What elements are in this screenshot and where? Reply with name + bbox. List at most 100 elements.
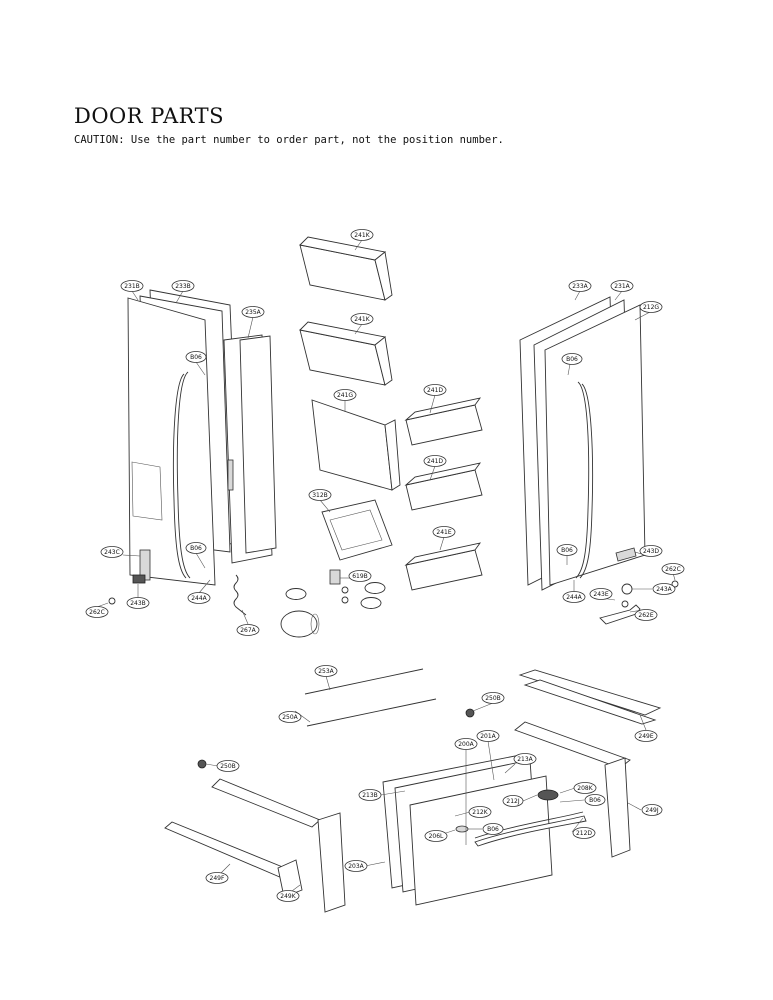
freezer-drawer-assembly [164,721,631,913]
callout-B06-left-upper: B06 [185,351,207,363]
callout-212D: 212D [572,827,596,839]
callout-B06-left-lower: B06 [185,542,207,554]
callout-244A-right: 244A [562,591,586,603]
svg-text:B06: B06 [190,545,202,552]
left-door-assembly [108,289,277,616]
blank-callout [285,588,307,600]
svg-text:249F: 249F [210,875,225,882]
svg-text:249E: 249E [638,733,653,740]
page-title: DOOR PARTS [74,104,224,128]
svg-text:241K: 241K [354,232,370,239]
svg-text:212D: 212D [576,830,592,837]
svg-text:213B: 213B [362,792,378,799]
svg-text:233A: 233A [572,283,588,290]
svg-text:244A: 244A [191,595,207,602]
callout-262C-right: 262C [661,563,685,575]
svg-text:201A: 201A [480,733,496,740]
svg-text:213A: 213A [517,756,533,763]
blank-callout [360,597,382,609]
svg-text:243B: 243B [130,600,146,607]
svg-text:249K: 249K [280,893,296,900]
svg-text:212G: 212G [643,304,659,311]
callout-243E: 243E [589,588,613,600]
svg-text:241E: 241E [436,529,451,536]
svg-text:B06: B06 [566,356,578,363]
svg-text:208K: 208K [577,785,593,792]
callout-233B: 233B [171,280,195,292]
callout-619B: 619B [348,570,372,582]
svg-text:212K: 212K [472,809,488,816]
rails-and-shafts [197,668,662,769]
callout-213A: 213A [513,753,537,765]
callout-200A: 200A [454,738,478,750]
callout-250A: 250A [278,711,302,723]
callout-241E: 241E [432,526,456,538]
callout-262C-left: 262C [85,606,109,618]
callout-243D: 243D [639,545,663,557]
svg-text:212J: 212J [506,798,519,805]
callout-B06-right-upper: B06 [561,353,583,365]
callout-B06-drawer-right: B06 [584,794,606,806]
callout-235A: 235A [241,306,265,318]
callout-231B: 231B [120,280,144,292]
svg-text:262E: 262E [638,612,653,619]
callout-212K: 212K [468,806,492,818]
callout-231A: 231A [610,280,634,292]
svg-text:231B: 231B [124,283,140,290]
svg-text:241D: 241D [427,458,443,465]
callout-241G: 241G [333,389,357,401]
svg-text:200A: 200A [458,741,474,748]
callout-243B: 243B [126,597,150,609]
svg-text:243C: 243C [104,549,120,556]
callout-312B: 312B [308,489,332,501]
callout-241K-lower: 241K [350,313,374,325]
svg-text:267A: 267A [240,627,256,634]
svg-text:249J: 249J [645,807,658,814]
svg-text:250A: 250A [282,714,298,721]
callout-250B-upper: 250B [481,692,505,704]
callout-206L: 206L [424,830,448,842]
svg-text:233B: 233B [175,283,191,290]
svg-text:244A: 244A [566,594,582,601]
right-door-assembly [519,296,679,625]
svg-text:B06: B06 [487,826,499,833]
callout-262E: 262E [634,609,658,621]
callout-244A-left: 244A [187,592,211,604]
callout-B06-drawer-left: B06 [482,823,504,835]
svg-text:243E: 243E [593,591,608,598]
svg-text:241K: 241K [354,316,370,323]
svg-text:312B: 312B [312,492,328,499]
callout-241D-lower: 241D [423,455,447,467]
svg-text:243D: 243D [643,548,659,555]
svg-text:206L: 206L [429,833,444,840]
callout-241K-upper: 241K [350,229,374,241]
svg-text:619B: 619B [352,573,368,580]
callout-212G: 212G [639,301,663,313]
door-bins [280,236,483,638]
blank-callout [364,582,386,594]
svg-text:B06: B06 [561,547,573,554]
callout-201A: 201A [476,730,500,742]
callout-249E: 249E [634,730,658,742]
svg-text:250B: 250B [485,695,501,702]
svg-text:253A: 253A [318,668,334,675]
callout-203A: 203A [344,860,368,872]
callout-233A: 233A [568,280,592,292]
svg-text:243A: 243A [656,586,672,593]
svg-text:231A: 231A [614,283,630,290]
callout-253A: 253A [314,665,338,677]
callout-250B-lower: 250B [216,760,240,772]
svg-text:235A: 235A [245,309,261,316]
callout-241D-upper: 241D [423,384,447,396]
svg-text:203A: 203A [348,863,364,870]
svg-text:262C: 262C [665,566,681,573]
svg-text:B06: B06 [190,354,202,361]
caution-note: CAUTION: Use the part number to order pa… [74,134,504,146]
svg-text:250B: 250B [220,763,236,770]
callout-243C: 243C [100,546,124,558]
callout-212J: 212J [502,795,524,807]
callout-267A: 267A [236,624,260,636]
callout-243A: 243A [652,583,676,595]
callout-249F: 249F [205,872,229,884]
